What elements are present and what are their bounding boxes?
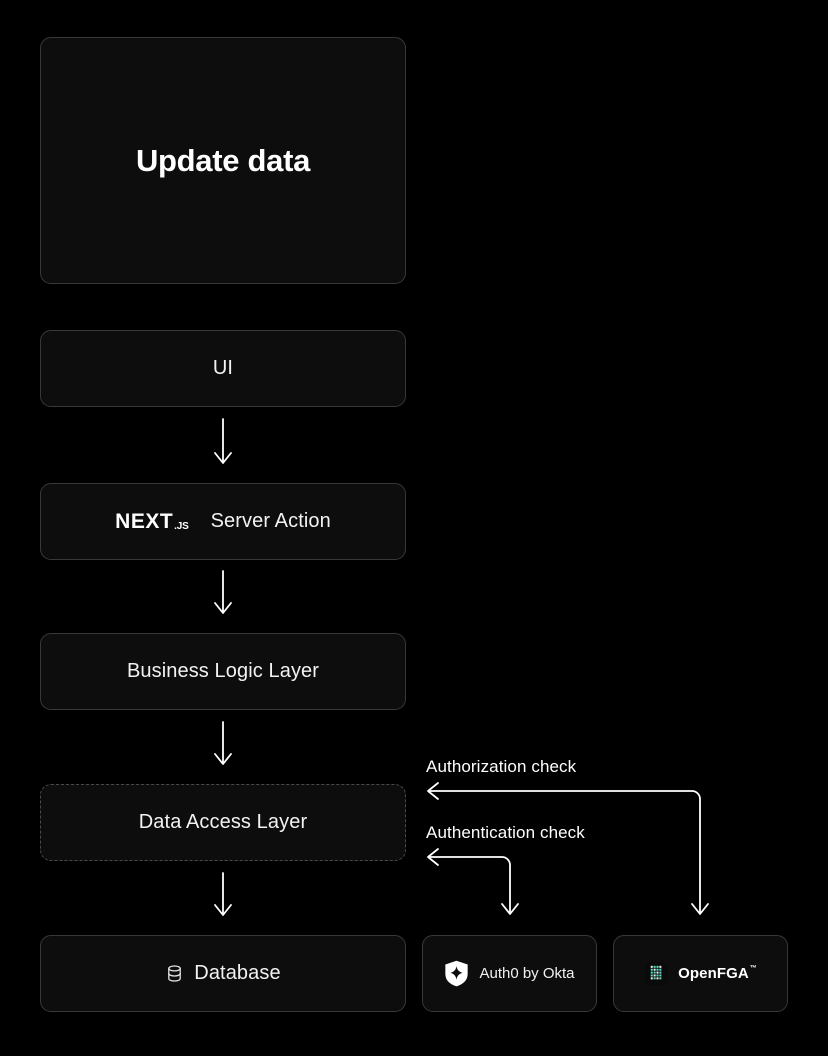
- node-ui[interactable]: UI: [40, 330, 406, 407]
- arrow-ui-to-server-action: [214, 418, 232, 464]
- connector-label-authentication-check: Authentication check: [426, 823, 585, 842]
- nextjs-wordmark-main: NEXT: [115, 509, 174, 533]
- openfga-mark-icon: [645, 962, 669, 985]
- connector-authentication-check: [427, 848, 519, 915]
- service-openfga-label: OpenFGA™: [678, 965, 757, 982]
- service-auth0-label: Auth0 by Okta: [479, 965, 575, 982]
- service-openfga-trademark: ™: [749, 965, 757, 972]
- node-business-logic-layer[interactable]: Business Logic Layer: [40, 633, 406, 710]
- auth0-shield-icon: [444, 960, 469, 987]
- node-server-action-label: Server Action: [210, 510, 331, 532]
- service-openfga-name: OpenFGA: [678, 965, 749, 982]
- node-business-logic-label: Business Logic Layer: [126, 660, 320, 682]
- nextjs-logo-icon: NEXT.JS: [115, 509, 189, 534]
- node-data-access-layer[interactable]: Data Access Layer: [40, 784, 406, 861]
- arrow-business-logic-to-data-access: [214, 721, 232, 765]
- connector-authorization-check: [427, 782, 709, 915]
- node-database-label: Database: [194, 962, 281, 984]
- page-title: Update data: [135, 142, 311, 178]
- arrow-server-action-to-business-logic: [214, 570, 232, 614]
- node-server-action[interactable]: NEXT.JS Server Action: [40, 483, 406, 560]
- node-ui-label: UI: [212, 357, 234, 379]
- service-card-auth0[interactable]: Auth0 by Okta: [422, 935, 597, 1012]
- node-database[interactable]: Database: [40, 935, 406, 1012]
- connector-label-authorization-check: Authorization check: [426, 757, 577, 776]
- nextjs-wordmark-sub: .JS: [174, 520, 189, 532]
- service-card-openfga[interactable]: OpenFGA™: [613, 935, 788, 1012]
- title-card: Update data: [40, 37, 406, 284]
- node-data-access-layer-label: Data Access Layer: [138, 811, 308, 833]
- database-icon: [165, 964, 184, 983]
- arrow-data-access-to-database: [214, 872, 232, 916]
